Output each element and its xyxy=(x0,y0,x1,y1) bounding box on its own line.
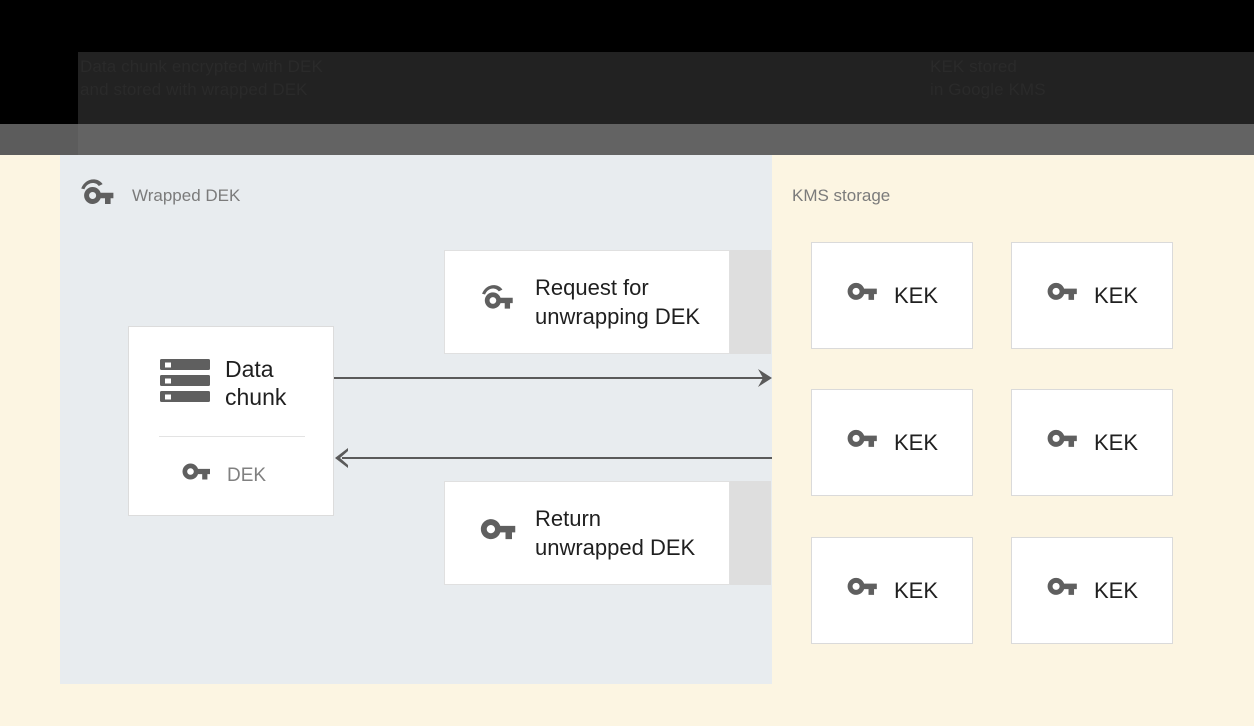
kek-label: KEK xyxy=(1093,429,1139,455)
wrapped-key-icon xyxy=(78,178,120,212)
data-chunk-label: Data chunk xyxy=(225,356,287,410)
data-chunk-row: Data chunk xyxy=(159,355,286,411)
request-unwrap-card[interactable]: Request for unwrapping DEK xyxy=(444,250,730,354)
kek-card[interactable]: KEK xyxy=(811,242,973,349)
wrapped-key-icon xyxy=(479,283,519,322)
key-icon xyxy=(181,461,213,490)
request-unwrap-label: Request for unwrapping DEK xyxy=(535,275,701,329)
window-chrome-dark-left-gutter xyxy=(0,52,78,124)
return-card-shadow xyxy=(729,481,771,585)
kek-card[interactable]: KEK xyxy=(1011,537,1173,644)
kek-card[interactable]: KEK xyxy=(1011,389,1173,496)
dek-label: DEK xyxy=(227,464,267,486)
key-icon xyxy=(479,516,519,551)
key-icon xyxy=(846,280,880,311)
storage-icon xyxy=(159,357,211,410)
top-caption-left: Data chunk encrypted with DEK and stored… xyxy=(80,57,323,99)
window-chrome-top-black xyxy=(0,0,1254,52)
kek-card[interactable]: KEK xyxy=(811,389,973,496)
kek-label: KEK xyxy=(893,429,939,455)
window-chrome-dark-band xyxy=(0,52,1254,124)
wrapped-dek-heading: Wrapped DEK xyxy=(132,186,241,205)
kek-card[interactable]: KEK xyxy=(811,537,973,644)
kek-label: KEK xyxy=(893,282,939,308)
top-caption-right: KEK stored in Google KMS xyxy=(930,57,1046,99)
arrow-to-kms xyxy=(334,366,774,390)
kek-card[interactable]: KEK xyxy=(1011,242,1173,349)
dek-row: DEK xyxy=(181,461,266,490)
return-unwrapped-card[interactable]: Return unwrapped DEK xyxy=(444,481,730,585)
window-chrome-gray-left-gutter xyxy=(0,124,78,155)
card-divider xyxy=(159,436,305,437)
kek-label: KEK xyxy=(1093,577,1139,603)
window-chrome-gray-band xyxy=(0,124,1254,155)
key-icon xyxy=(1046,575,1080,606)
kek-label: KEK xyxy=(893,577,939,603)
data-chunk-card[interactable]: Data chunk DEK xyxy=(128,326,334,516)
key-icon xyxy=(1046,427,1080,458)
arrow-from-kms xyxy=(334,446,774,470)
key-icon xyxy=(1046,280,1080,311)
request-card-shadow xyxy=(729,250,771,354)
kms-storage-heading: KMS storage xyxy=(792,186,891,205)
return-unwrapped-label: Return unwrapped DEK xyxy=(535,506,696,560)
key-icon xyxy=(846,575,880,606)
key-icon xyxy=(846,427,880,458)
kek-label: KEK xyxy=(1093,282,1139,308)
